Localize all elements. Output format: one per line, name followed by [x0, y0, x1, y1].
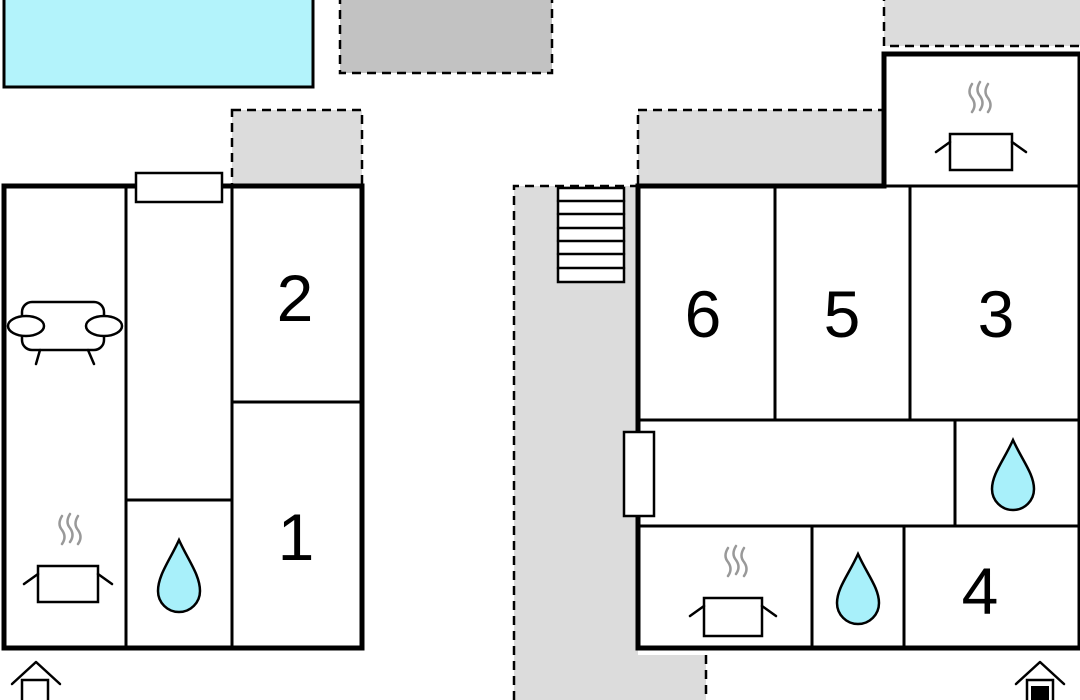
kitchen-pot-icon: [22, 512, 114, 604]
window: [622, 430, 656, 518]
room-label-2: 2: [277, 261, 314, 335]
water-drop-icon: [156, 536, 202, 614]
water-drop-icon: [990, 436, 1036, 512]
room-label-6: 6: [685, 277, 722, 351]
house-entrance-icon: [1014, 660, 1066, 700]
sofa-icon: [6, 300, 124, 366]
room-label-3: 3: [978, 277, 1015, 351]
terrace-right: [636, 108, 886, 188]
right-building: [622, 51, 1080, 651]
walkway-outline: [512, 184, 708, 700]
window: [134, 171, 224, 204]
room-label-1: 1: [278, 500, 315, 574]
left-building: [1, 171, 365, 651]
kitchen-pot-icon: [688, 544, 778, 638]
room-label-5: 5: [824, 277, 861, 351]
terrace-right-top: [882, 0, 1080, 48]
room-label-4: 4: [962, 554, 999, 628]
walkway: [514, 186, 556, 700]
pool: [2, 0, 315, 89]
water-drop-icon: [835, 550, 881, 626]
stairs-icon: [556, 186, 626, 284]
kitchen-pot-icon: [934, 80, 1028, 172]
house-entrance-icon: [10, 660, 62, 700]
terrace-dark: [338, 0, 554, 75]
terrace-left: [230, 108, 364, 188]
